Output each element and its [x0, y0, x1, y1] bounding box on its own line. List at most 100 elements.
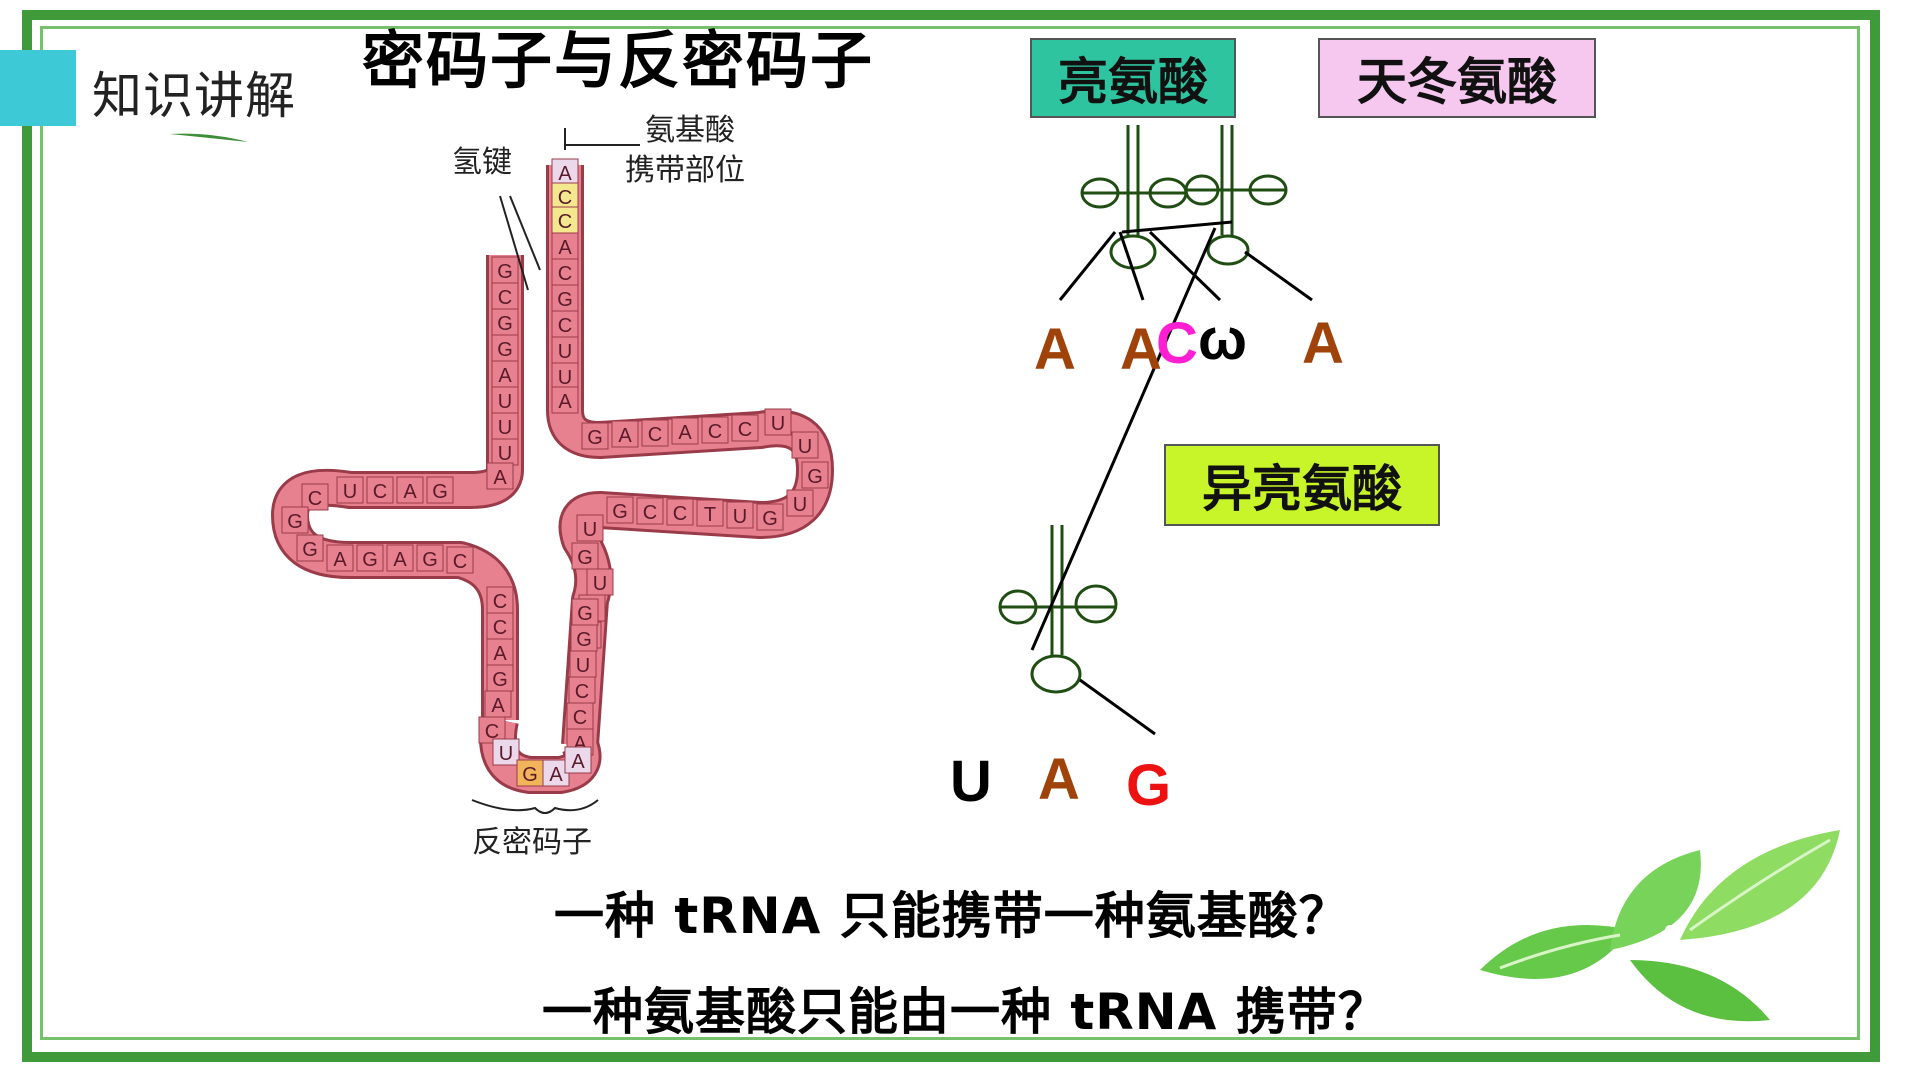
nucleotide: U — [569, 650, 597, 678]
svg-text:C: C — [738, 419, 752, 441]
svg-text:C: C — [558, 315, 572, 337]
svg-text:G: G — [432, 481, 448, 503]
nucleotide: G — [570, 624, 598, 652]
svg-text:C: C — [485, 721, 499, 743]
nucleotide: C — [446, 546, 474, 574]
nucleotide: C — [551, 310, 579, 338]
amino-acid-isoleucine-label: 异亮氨酸 — [1164, 444, 1440, 526]
section-label: 知识讲解 — [92, 67, 296, 125]
slide-inner-frame — [40, 26, 1860, 1040]
nucleotide: A — [386, 544, 414, 572]
leaves-decoration-icon — [1480, 830, 1840, 1022]
nucleotide: C — [551, 182, 579, 210]
nucleotide: A — [611, 420, 639, 448]
nucleotide: C — [366, 476, 394, 504]
svg-text:A: A — [678, 422, 692, 444]
nucleotide: G — [491, 334, 519, 362]
codon-pairing-lines — [1030, 220, 1313, 736]
svg-text:A: A — [549, 764, 563, 786]
svg-text:C: C — [673, 503, 687, 525]
svg-text:C: C — [558, 263, 572, 285]
svg-text:U: U — [498, 443, 512, 465]
nucleotide: G — [756, 503, 784, 531]
nucleotide: C — [636, 497, 664, 525]
svg-text:C: C — [643, 502, 657, 524]
schematic-trna-top-right — [1184, 125, 1288, 266]
svg-text:G: G — [762, 508, 778, 530]
svg-text:A: A — [618, 425, 632, 447]
nucleotide: C — [641, 419, 669, 447]
nucleotide: U — [791, 431, 819, 459]
nucleotide: A — [396, 476, 424, 504]
svg-text:G: G — [577, 603, 593, 625]
svg-text:U: U — [793, 494, 807, 516]
nucleotide: U — [551, 336, 579, 364]
question-1: 一种 tRNA 只能携带一种氨基酸？ — [554, 887, 1350, 945]
slide-title: 密码子与反密码子 — [362, 24, 875, 97]
svg-text:T: T — [704, 504, 716, 526]
nucleotide: G — [416, 544, 444, 572]
nucleotide: G — [296, 534, 324, 562]
nucleotide: A — [551, 386, 579, 414]
svg-text:C: C — [498, 287, 512, 309]
codon-letter: G — [1126, 753, 1172, 818]
svg-text:A: A — [498, 365, 512, 387]
nucleotide: G — [571, 598, 599, 626]
svg-text:C: C — [558, 211, 572, 233]
nucleotide: G — [551, 284, 579, 312]
svg-text:G: G — [522, 764, 538, 786]
svg-text:G: G — [497, 313, 513, 335]
amino-acid-leucine-label: 亮氨酸 — [1030, 38, 1236, 118]
nucleotide: G — [356, 544, 384, 572]
svg-text:G: G — [576, 629, 592, 651]
section-tab — [76, 50, 322, 126]
svg-text:A: A — [493, 643, 507, 665]
svg-text:A: A — [491, 695, 505, 717]
nucleotide: G — [801, 461, 829, 489]
svg-text:C: C — [373, 481, 387, 503]
amino-acid-aspartate-label: 天冬氨酸 — [1318, 38, 1596, 118]
svg-text:C: C — [493, 591, 507, 613]
svg-text:C: C — [558, 187, 572, 209]
codon-letter: C — [1156, 311, 1198, 376]
nucleotide: C — [486, 586, 514, 614]
nucleotide: C — [551, 206, 579, 234]
nucleotide: U — [586, 568, 614, 596]
svg-text:U: U — [576, 655, 590, 677]
hydrogen-bond-pointer — [499, 195, 529, 291]
svg-text:G: G — [497, 339, 513, 361]
svg-text:A: A — [333, 549, 347, 571]
svg-text:U: U — [771, 413, 785, 435]
svg-text:G: G — [612, 501, 628, 523]
svg-text:G: G — [557, 289, 573, 311]
codon-letter: A — [1302, 311, 1344, 376]
svg-text:A: A — [558, 391, 572, 413]
nucleotide: G — [516, 759, 544, 787]
nucleotide: U — [491, 438, 519, 466]
svg-text:C: C — [648, 424, 662, 446]
svg-text:U: U — [558, 341, 572, 363]
svg-text:A: A — [493, 467, 507, 489]
nucleotide: G — [426, 476, 454, 504]
svg-text:C: C — [453, 551, 467, 573]
anticodon-label: 反密码子 — [472, 825, 592, 860]
hydrogen-bond-label: 氢键 — [452, 145, 512, 180]
nucleotide: C — [301, 483, 329, 511]
schematic-trna-top-left — [1080, 125, 1188, 270]
nucleotide: G — [486, 664, 514, 692]
nucleotide: A — [671, 417, 699, 445]
nucleotide: U — [336, 476, 364, 504]
svg-text:A: A — [403, 481, 417, 503]
nucleotide: C — [566, 702, 594, 730]
nucleotide: G — [491, 256, 519, 284]
codon-letter: A — [1120, 317, 1162, 382]
svg-text:U: U — [593, 573, 607, 595]
svg-text:G: G — [302, 539, 318, 561]
svg-text:C: C — [573, 707, 587, 729]
svg-text:G: G — [577, 547, 593, 569]
hydrogen-bond-pointer — [509, 195, 541, 271]
question-2: 一种氨基酸只能由一种 tRNA 携带？ — [542, 983, 1389, 1041]
nucleotide: G — [606, 496, 634, 524]
svg-text:G: G — [492, 669, 508, 691]
